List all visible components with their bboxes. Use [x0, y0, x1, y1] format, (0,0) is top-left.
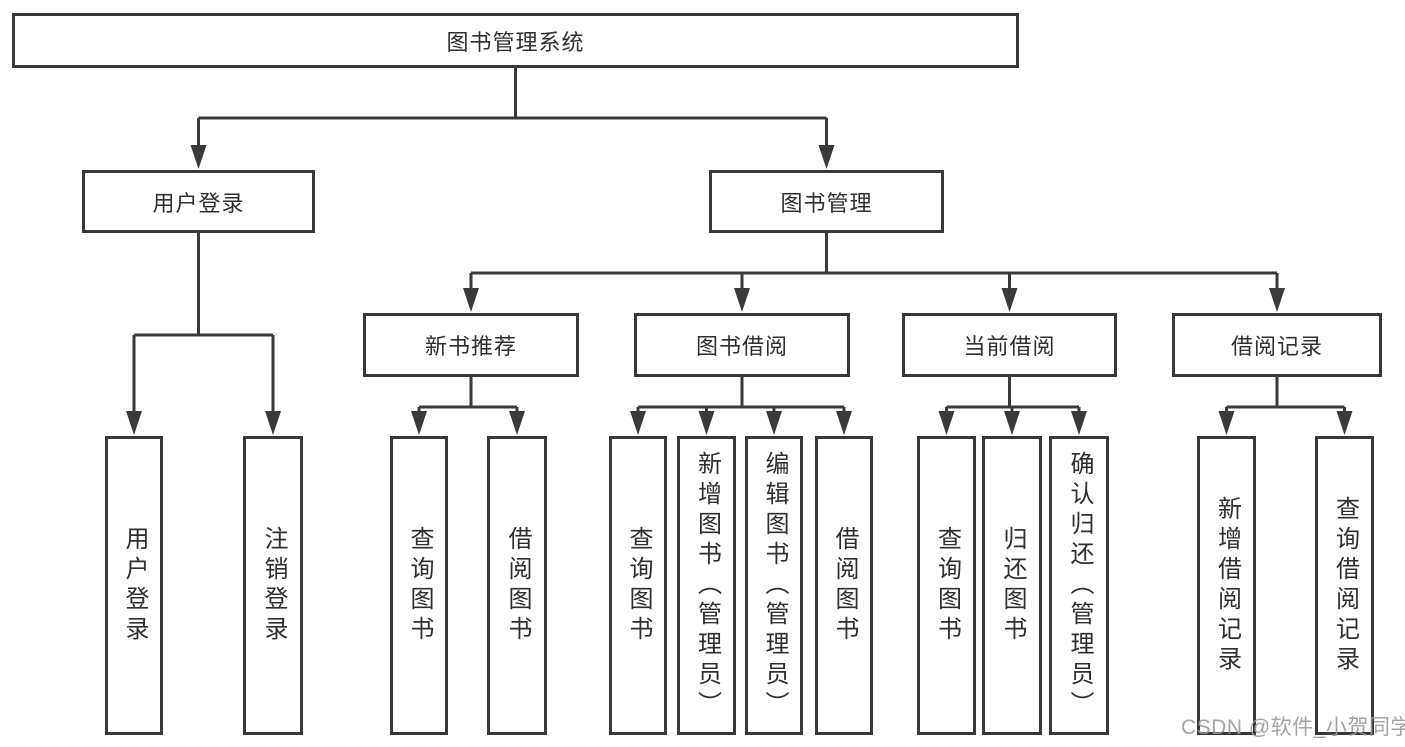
- arrowhead: [1071, 411, 1087, 435]
- arrowhead: [265, 411, 281, 435]
- arrowhead: [766, 411, 782, 435]
- arrowhead: [1269, 288, 1285, 312]
- node-new-book-rec: 新书推荐: [363, 313, 579, 377]
- node-label: 确认归还（管理员）: [1066, 450, 1093, 721]
- arrowhead: [818, 145, 835, 169]
- node-label: 查询图书: [625, 525, 652, 646]
- arrowhead: [509, 411, 525, 435]
- node-label: 当前借阅: [963, 334, 1056, 359]
- node-borrow-records: 借阅记录: [1172, 313, 1382, 377]
- node-leaf-cb-query: 查询图书: [917, 436, 976, 735]
- node-label: 借阅图书: [504, 525, 531, 646]
- node-leaf-bb-add: 新增图书（管理员）: [677, 436, 736, 735]
- node-leaf-rec-query: 查询图书: [390, 436, 448, 735]
- arrowhead: [836, 411, 852, 435]
- node-label: 归还图书: [999, 525, 1026, 646]
- node-current-borrow: 当前借阅: [902, 313, 1117, 377]
- node-label: 用户登录: [152, 190, 245, 216]
- node-label: 图书借阅: [695, 334, 788, 359]
- node-label: 查询图书: [933, 525, 961, 646]
- node-label: 新增借阅记录: [1213, 495, 1241, 676]
- node-leaf-br-query: 查询借阅记录: [1315, 436, 1374, 735]
- arrowhead: [1004, 411, 1020, 435]
- node-leaf-cb-confirm: 确认归还（管理员）: [1049, 436, 1109, 735]
- arrowhead: [411, 411, 427, 435]
- node-label: 图书管理: [780, 190, 873, 216]
- node-leaf-bb-query: 查询图书: [609, 436, 667, 735]
- node-label: 图书管理系统: [446, 29, 585, 55]
- node-label: 查询图书: [406, 525, 433, 646]
- node-leaf-rec-borrow: 借阅图书: [487, 436, 547, 735]
- arrowhead: [1001, 288, 1018, 312]
- node-book-mgmt: 图书管理: [709, 170, 944, 233]
- node-leaf-user-login: 用户登录: [105, 436, 163, 735]
- arrowhead: [734, 288, 750, 312]
- node-leaf-br-add: 新增借阅记录: [1197, 436, 1256, 735]
- arrowhead: [190, 145, 207, 169]
- node-leaf-cb-return: 归还图书: [982, 436, 1042, 735]
- arrowhead: [698, 411, 715, 435]
- node-book-borrow: 图书借阅: [634, 313, 850, 377]
- node-leaf-bb-edit: 编辑图书（管理员）: [745, 436, 803, 735]
- node-label: 编辑图书（管理员）: [761, 450, 788, 721]
- arrowhead: [630, 411, 646, 435]
- node-label: 注销登录: [260, 525, 287, 646]
- node-label: 新书推荐: [424, 334, 517, 359]
- arrowhead: [463, 288, 479, 312]
- arrowhead: [1218, 411, 1235, 435]
- node-leaf-bb-borrow: 借阅图书: [815, 436, 873, 735]
- node-label: 借阅图书: [831, 525, 858, 646]
- node-leaf-logout: 注销登录: [243, 436, 303, 735]
- node-user-login: 用户登录: [82, 170, 315, 233]
- node-label: 借阅记录: [1230, 334, 1323, 359]
- node-label: 查询借阅记录: [1331, 495, 1359, 676]
- node-root: 图书管理系统: [12, 13, 1019, 68]
- arrowhead: [938, 411, 955, 435]
- arrowhead: [1336, 411, 1353, 435]
- node-label: 新增图书（管理员）: [693, 450, 721, 721]
- arrowhead: [126, 411, 142, 435]
- watermark: CSDN @软件_小贺同学: [1181, 716, 1405, 739]
- node-label: 用户登录: [121, 525, 148, 646]
